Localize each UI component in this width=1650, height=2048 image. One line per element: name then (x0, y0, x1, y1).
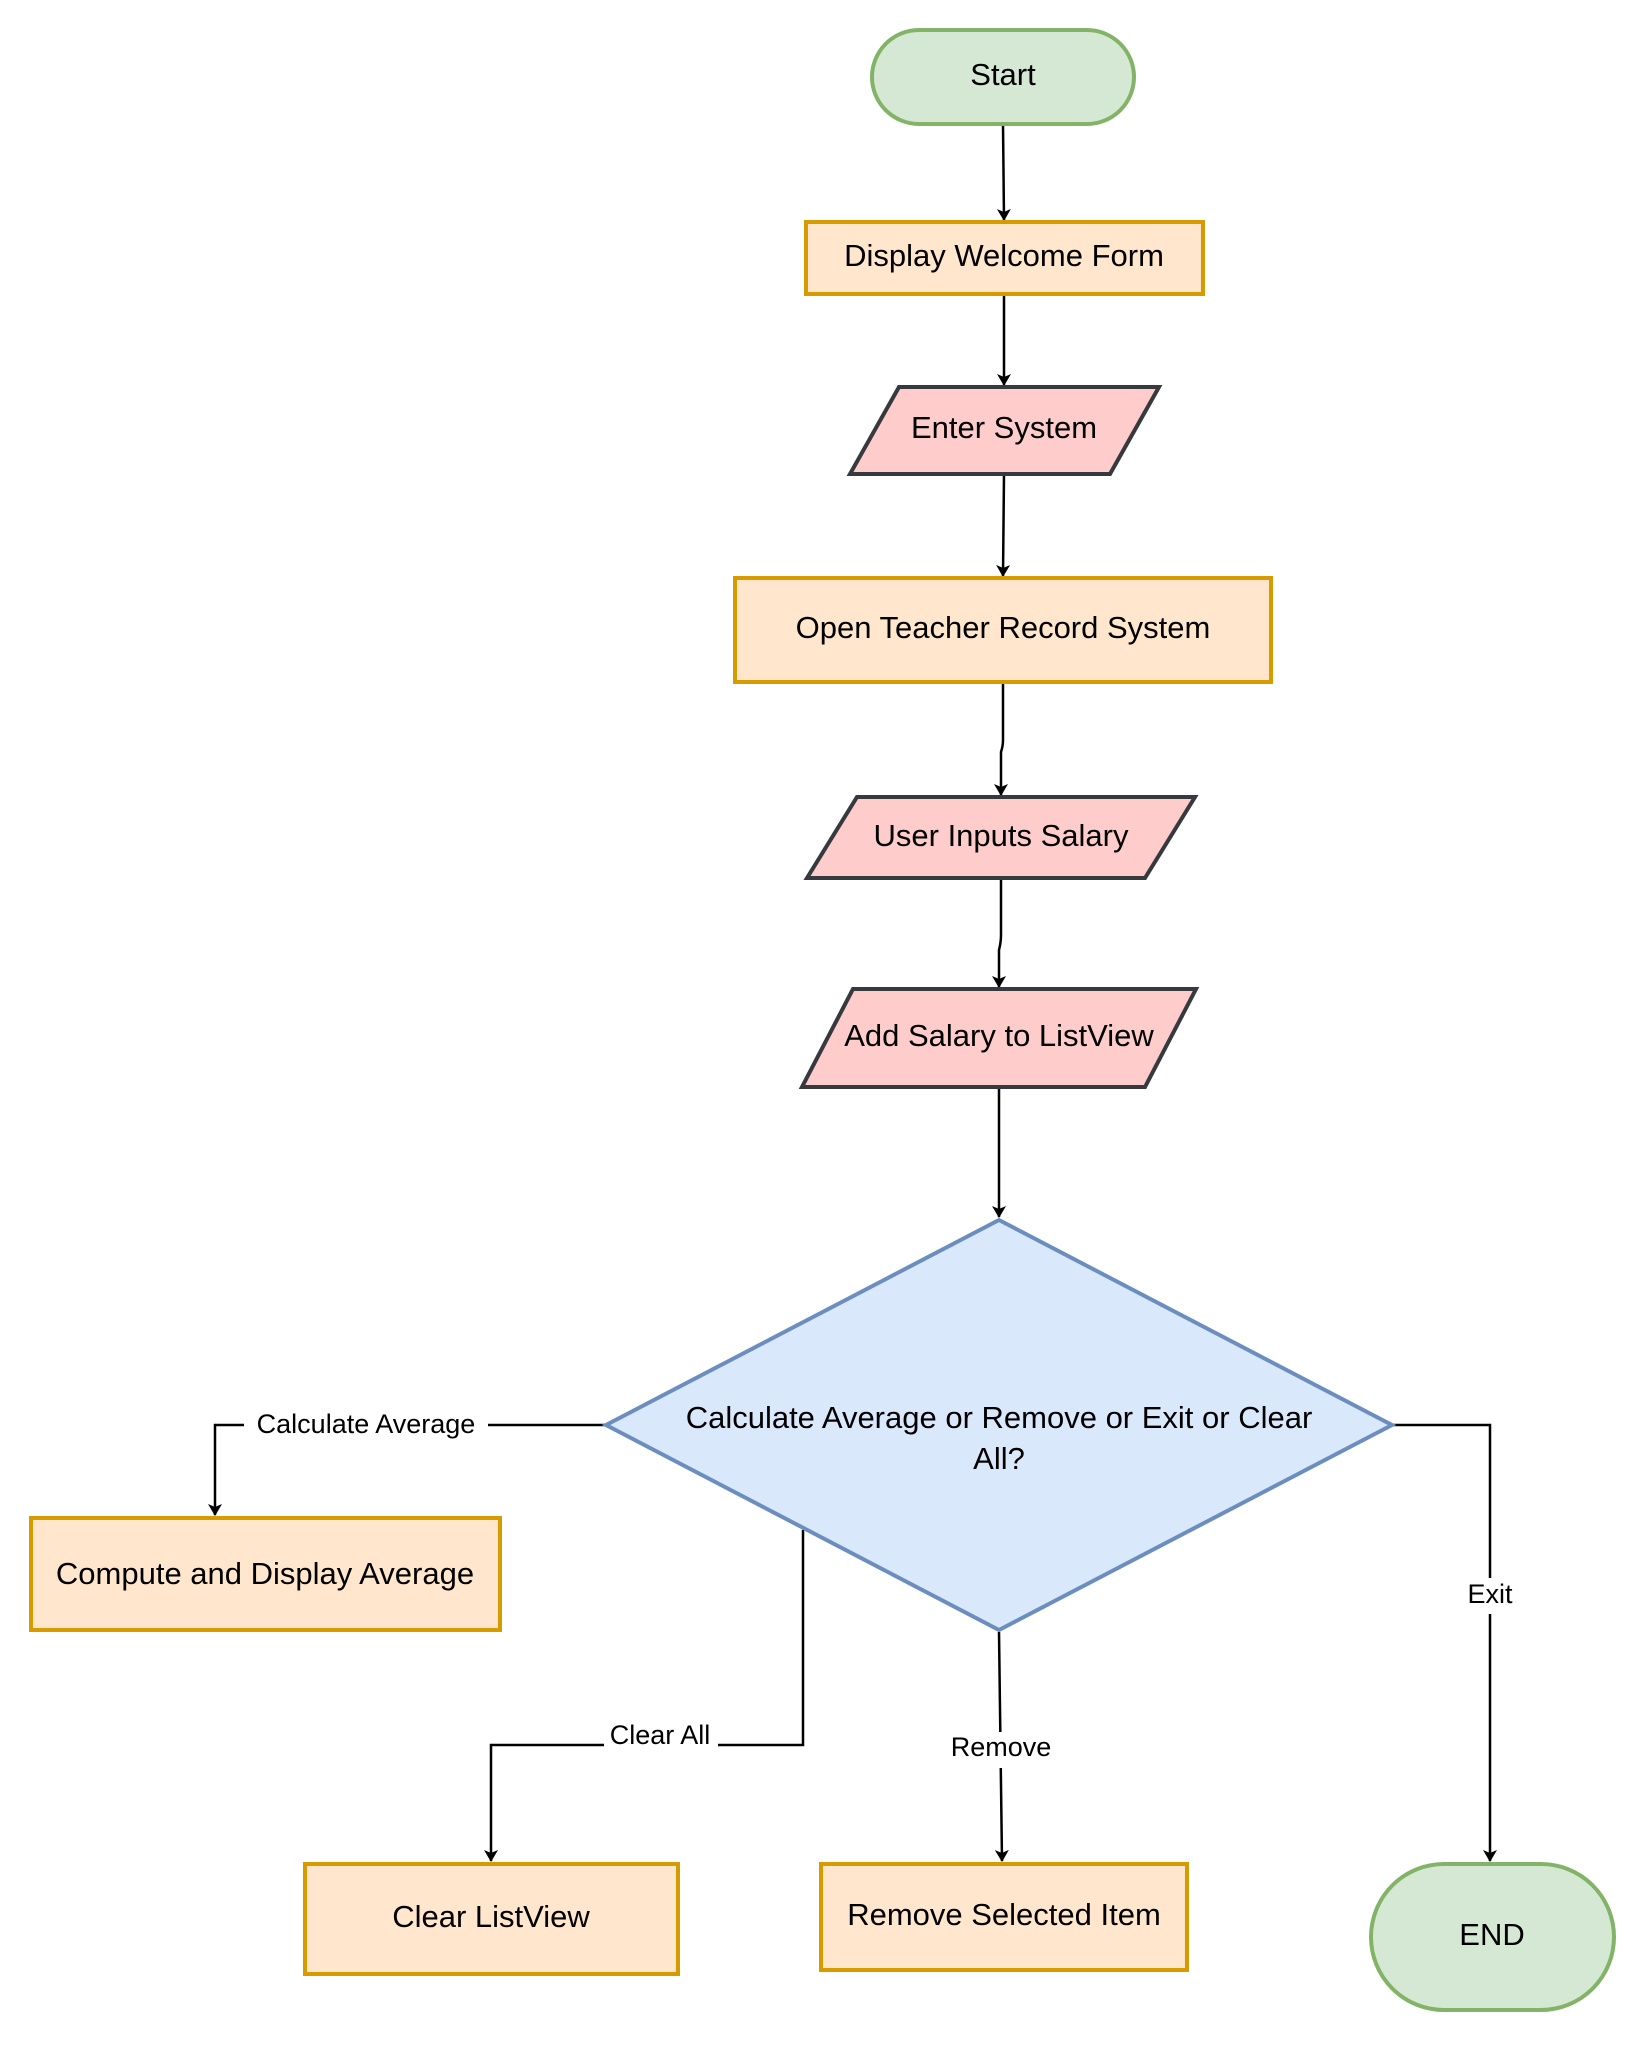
node-compute-average-label: Compute and Display Average (56, 1556, 474, 1591)
node-open-record-system-label: Open Teacher Record System (796, 610, 1211, 645)
node-end: END (1369, 1862, 1616, 2012)
node-enter-system: Enter System (846, 385, 1163, 476)
edge-label-remove: Remove (951, 1732, 1052, 1762)
node-add-salary: Add Salary to ListView (798, 987, 1200, 1089)
node-decision-label-line2: All? (973, 1441, 1025, 1476)
edge-labels: Calculate Average Clear All Remove Exit (244, 1408, 1520, 1768)
node-compute-average: Compute and Display Average (29, 1516, 502, 1632)
node-remove-selected-label: Remove Selected Item (847, 1897, 1161, 1932)
edge-label-exit: Exit (1467, 1579, 1513, 1609)
edge-enter-to-open (996, 473, 1011, 577)
edge-label-clear-all: Clear All (610, 1720, 711, 1750)
node-add-salary-label: Add Salary to ListView (844, 1018, 1154, 1053)
node-open-record-system: Open Teacher Record System (733, 576, 1273, 684)
node-user-inputs-salary-label: User Inputs Salary (874, 818, 1129, 853)
node-end-label: END (1459, 1917, 1524, 1952)
edge-input-to-add (992, 878, 1006, 988)
edge-label-calc-average: Calculate Average (257, 1409, 476, 1439)
edge-clear-all (484, 1530, 805, 1862)
edge-exit (1392, 1423, 1497, 1862)
node-welcome-form: Display Welcome Form (804, 220, 1205, 296)
node-clear-listview: Clear ListView (303, 1862, 680, 1976)
node-user-inputs-salary: User Inputs Salary (803, 795, 1199, 880)
edge-start-to-welcome (996, 123, 1011, 221)
node-welcome-form-label: Display Welcome Form (844, 238, 1164, 273)
edge-open-to-input (994, 682, 1008, 796)
node-start-label: Start (970, 57, 1036, 92)
node-decision-label-line1: Calculate Average or Remove or Exit or C… (686, 1400, 1313, 1435)
node-decision: Calculate Average or Remove or Exit or C… (601, 1217, 1397, 1633)
node-enter-system-label: Enter System (911, 410, 1097, 445)
node-remove-selected: Remove Selected Item (819, 1862, 1189, 1972)
node-clear-listview-label: Clear ListView (392, 1899, 590, 1934)
node-start: Start (870, 28, 1136, 126)
